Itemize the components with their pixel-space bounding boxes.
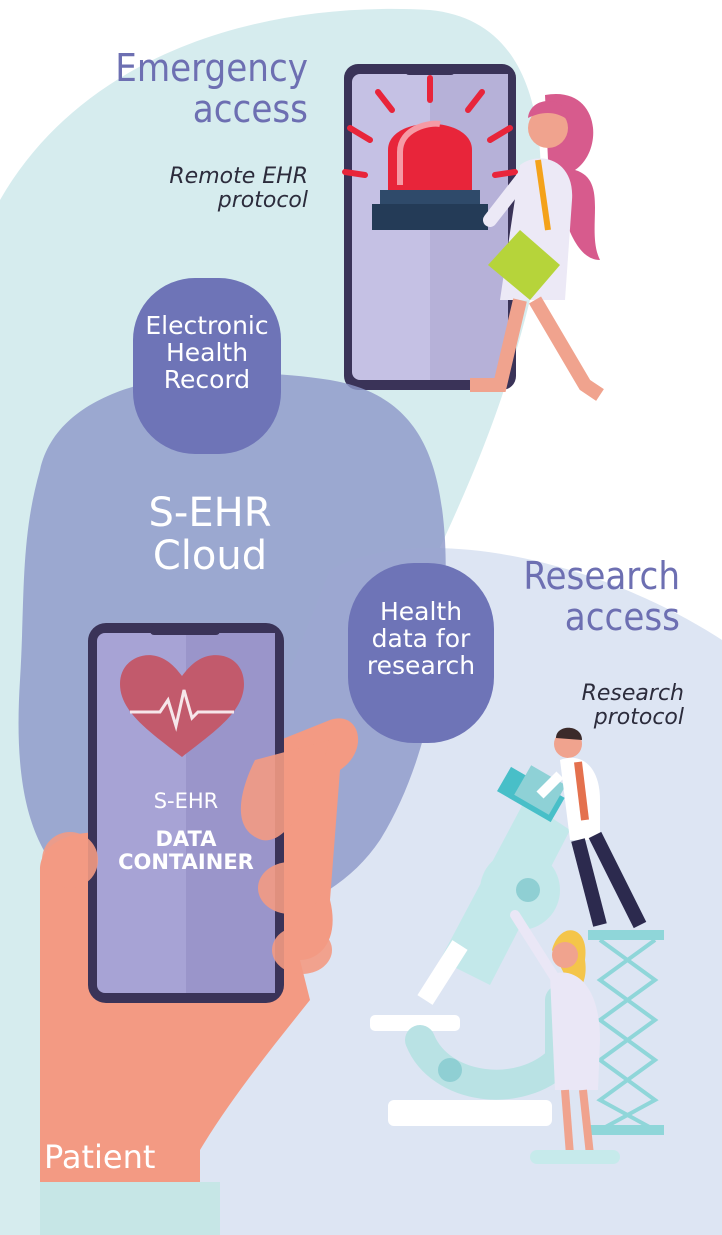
emergency-protocol: Remote EHR protocol [120, 165, 308, 213]
ehr-bubble [133, 278, 281, 454]
cloud-line2: Cloud [152, 533, 268, 580]
doctor-figure-icon [470, 93, 604, 401]
heart-pulse-icon [120, 655, 244, 757]
ehr-line3: Record [163, 365, 251, 394]
cloud-label: S-EHR Cloud [110, 490, 310, 580]
emergency-protocol-line1: Remote EHR [169, 164, 308, 189]
emergency-title-line2: access [192, 87, 308, 132]
siren-icon [342, 75, 518, 230]
research-title-line2: access [564, 595, 680, 640]
cloud-line1: S-EHR [148, 490, 272, 536]
research-protocol-line1: Research [581, 681, 684, 706]
patient-label: Patient [44, 1138, 156, 1176]
researcher-woman-icon [510, 910, 620, 1164]
thumb [240, 740, 330, 841]
research-bubble-line2: data for [371, 624, 471, 653]
ehr-line2: Health [165, 338, 249, 367]
research-bubble-label: Health data for research [348, 598, 494, 679]
ehr-bubble-label: Electronic Health Record [133, 312, 281, 393]
research-title: Research access [470, 554, 680, 640]
research-protocol: Research protocol [520, 682, 684, 730]
ladder [588, 930, 664, 1135]
emergency-title-line1: Emergency [115, 46, 308, 90]
research-bubble [348, 563, 494, 743]
research-title-line1: Research [523, 554, 680, 598]
research-bubble-line3: research [366, 651, 476, 680]
emergency-protocol-line2: protocol [217, 187, 308, 213]
ehr-line1: Electronic [145, 311, 269, 340]
phone-line3: CONTAINER [118, 849, 254, 874]
researcher-figure-icon [536, 727, 647, 929]
phone-line2: DATA [155, 827, 217, 851]
research-protocol-line2: protocol [593, 704, 684, 730]
phone-sehr-label: S-EHR [153, 789, 219, 813]
research-bubble-line1: Health [379, 597, 463, 626]
phone-data-container: DATA CONTAINER [97, 828, 275, 873]
emergency-title: Emergency access [100, 46, 308, 132]
